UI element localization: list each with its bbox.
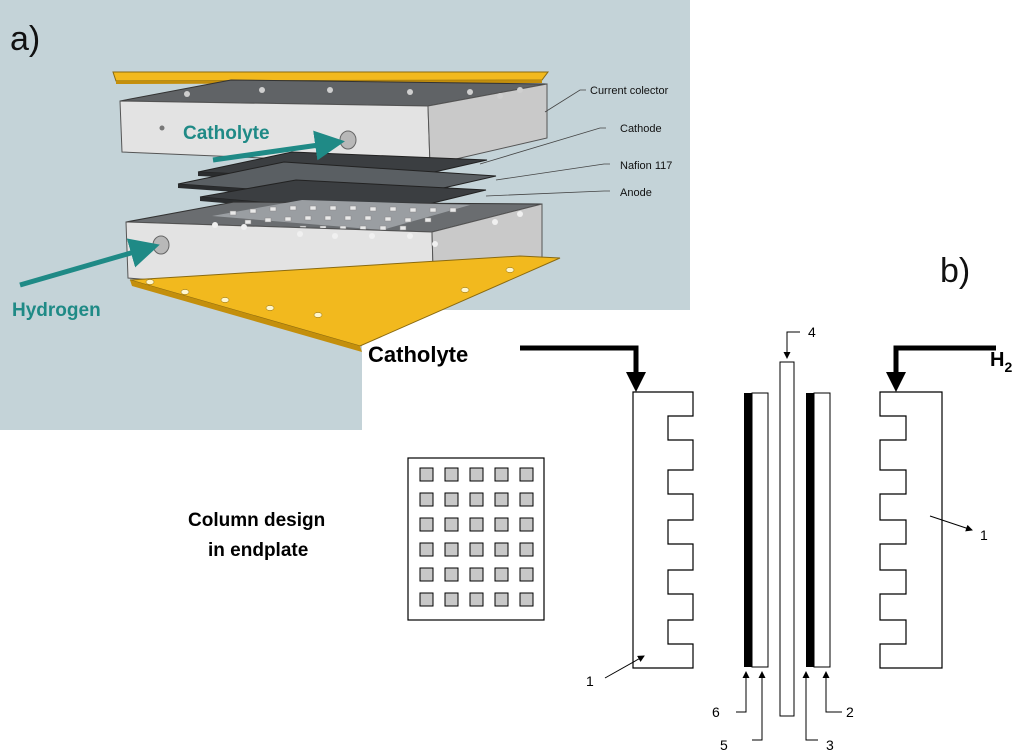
label-current-collector: Current colector bbox=[590, 85, 669, 97]
panel-a-leader-lines bbox=[479, 89, 610, 197]
panel-b-schematic bbox=[407, 331, 996, 741]
label-column-design-2: in endplate bbox=[208, 540, 308, 561]
label-hydrogen-3d: Hydrogen bbox=[12, 300, 101, 321]
number-4: 4 bbox=[808, 324, 816, 340]
top-endplate bbox=[119, 79, 548, 166]
number-1-right: 1 bbox=[980, 527, 988, 543]
anode-catalyst-layer bbox=[806, 393, 814, 667]
label-h2: H2 bbox=[990, 349, 1012, 375]
number-5: 5 bbox=[720, 737, 728, 753]
left-endplate bbox=[632, 391, 694, 669]
anode-gdl bbox=[813, 392, 831, 668]
number-3: 3 bbox=[826, 737, 834, 753]
leader-1-left bbox=[604, 655, 645, 679]
number-6: 6 bbox=[712, 704, 720, 720]
leader-5 bbox=[752, 671, 766, 741]
number-2: 2 bbox=[846, 704, 854, 720]
right-endplate bbox=[879, 391, 943, 669]
leader-3 bbox=[802, 671, 818, 741]
membrane bbox=[779, 361, 795, 717]
leader-6 bbox=[736, 671, 750, 713]
label-catholyte-schematic: Catholyte bbox=[368, 342, 468, 367]
label-cathode: Cathode bbox=[620, 123, 662, 135]
catholyte-flow-arrow bbox=[212, 130, 345, 163]
h2-inlet-arrow bbox=[893, 345, 996, 376]
column-grid bbox=[419, 467, 534, 607]
label-column-design-1: Column design bbox=[188, 510, 325, 531]
label-catholyte-3d: Catholyte bbox=[183, 123, 270, 144]
catholyte-inlet-arrow bbox=[520, 345, 639, 376]
panel-a-tag: a) bbox=[10, 20, 40, 58]
cathode-catalyst-layer bbox=[744, 393, 752, 667]
number-1-left: 1 bbox=[586, 673, 594, 689]
leader-4 bbox=[783, 331, 800, 359]
leader-2 bbox=[822, 671, 842, 713]
leader-1-right bbox=[929, 515, 973, 532]
cathode-gdl bbox=[751, 392, 769, 668]
label-anode: Anode bbox=[620, 187, 652, 199]
bottom-current-collector bbox=[129, 255, 561, 352]
label-nafion: Nafion 117 bbox=[620, 160, 672, 172]
hydrogen-flow-arrow bbox=[19, 238, 160, 288]
panel-b-tag: b) bbox=[940, 252, 970, 290]
